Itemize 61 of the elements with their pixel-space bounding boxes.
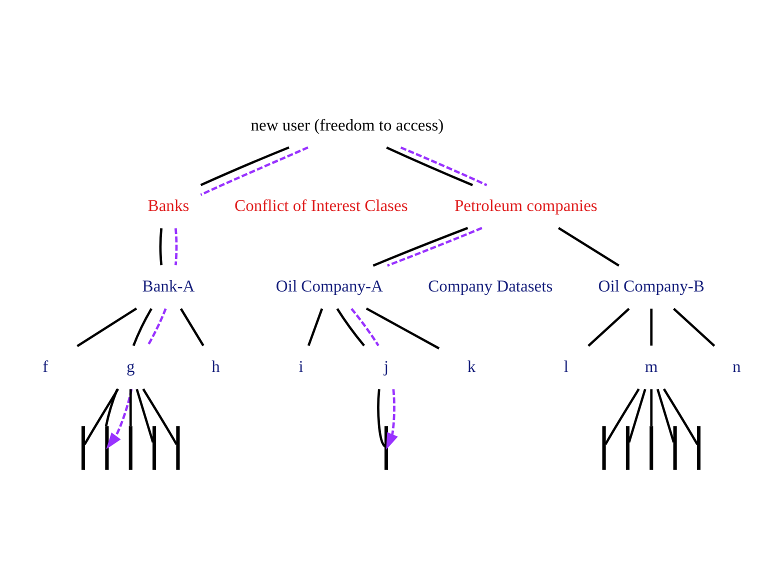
node-text: i: [298, 356, 304, 376]
connector: [174, 228, 178, 265]
node-text: g: [126, 356, 135, 376]
node-bar: [152, 426, 156, 470]
label: Company Datasets: [428, 276, 553, 295]
connector: [650, 388, 653, 426]
connector: [200, 146, 308, 196]
node-text: k: [467, 356, 476, 376]
connector: [604, 388, 640, 444]
connector: [129, 388, 132, 426]
connector: [377, 388, 386, 447]
connector: [672, 307, 716, 346]
connector: [180, 308, 204, 346]
node-bar: [176, 426, 180, 470]
node-bar: [384, 426, 388, 470]
connector: [76, 307, 138, 347]
arrow: [106, 388, 133, 449]
label: Conflict of Interest Clases: [234, 195, 408, 214]
connector: [650, 308, 653, 346]
connector: [104, 388, 118, 426]
node-text: f: [42, 356, 48, 376]
connector: [656, 388, 675, 442]
connector: [307, 308, 324, 346]
node-bar: [696, 426, 700, 470]
connector: [142, 388, 178, 444]
connector: [132, 308, 152, 346]
connector: [372, 226, 468, 266]
node-text: Oil Company-B: [598, 276, 704, 295]
node-text: new user (freedom to access): [250, 114, 444, 134]
connector: [200, 146, 290, 186]
connector: [588, 307, 630, 346]
node-bar: [626, 426, 630, 470]
node-text: Bank-A: [142, 276, 195, 295]
node-bar: [82, 426, 86, 470]
connector: [386, 146, 474, 186]
connector: [662, 388, 698, 444]
connector: [350, 307, 380, 346]
connector: [366, 306, 440, 350]
connector: [386, 226, 482, 266]
node-bar: [650, 426, 654, 470]
node-text: m: [644, 356, 658, 376]
node-text: Oil Company-A: [276, 276, 384, 295]
connector: [336, 308, 366, 346]
node-bar: [128, 426, 132, 470]
node-text: j: [384, 356, 389, 376]
connector: [400, 146, 488, 186]
connector: [558, 226, 620, 266]
node-bar: [105, 426, 109, 470]
node-text: Banks: [148, 195, 190, 214]
connector: [84, 388, 120, 444]
connector: [628, 388, 646, 442]
node-bar: [602, 426, 606, 470]
node-bar: [673, 426, 677, 470]
connector: [146, 308, 167, 346]
arrow: [386, 388, 398, 450]
node-text: h: [212, 356, 220, 376]
node-text: Petroleum companies: [454, 195, 598, 214]
node-text: l: [564, 356, 568, 376]
connector: [136, 388, 154, 442]
connector: [159, 228, 163, 265]
node-text: n: [732, 356, 741, 376]
